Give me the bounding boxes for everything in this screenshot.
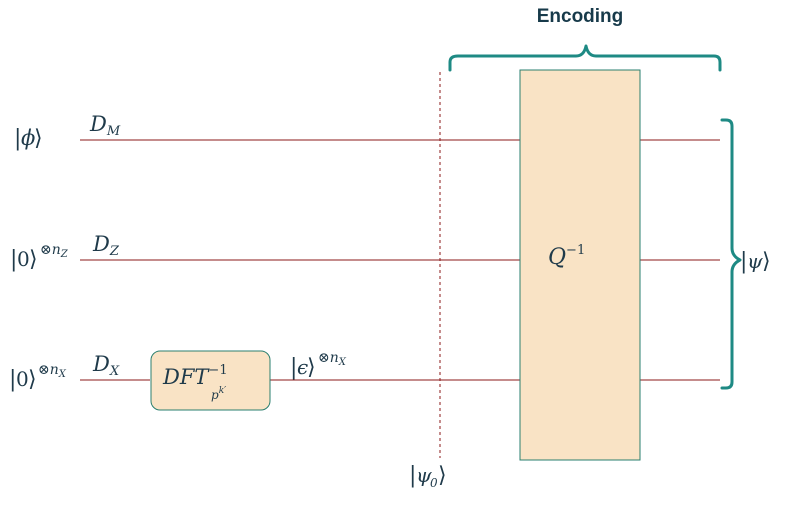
svg-text:ψ: ψ bbox=[416, 463, 432, 487]
svg-text:⊗nX: ⊗nX bbox=[318, 350, 347, 368]
input-bottom: | 0 ⟩ ⊗nX bbox=[9, 362, 67, 392]
svg-text:|: | bbox=[10, 247, 17, 272]
dft-gate-subscript: pk′ bbox=[211, 386, 226, 402]
dft-gate bbox=[150, 350, 271, 411]
epsilon-state: | ϵ ⟩ ⊗nX bbox=[290, 350, 347, 380]
output-brace bbox=[720, 118, 742, 390]
svg-text:⟩: ⟩ bbox=[307, 355, 316, 380]
wire-label-dx: DX bbox=[92, 352, 120, 379]
svg-text:⊗nX: ⊗nX bbox=[38, 362, 67, 380]
svg-text:|: | bbox=[740, 249, 747, 274]
svg-text:ψ: ψ bbox=[747, 249, 763, 273]
svg-text:|: | bbox=[9, 367, 16, 392]
wires bbox=[80, 139, 720, 381]
encoding-brace bbox=[448, 44, 722, 72]
svg-text:ϵ: ϵ bbox=[297, 355, 308, 379]
svg-text:ϕ: ϕ bbox=[21, 126, 35, 150]
svg-text:|: | bbox=[409, 463, 416, 488]
svg-text:0: 0 bbox=[17, 247, 30, 271]
svg-text:⟩: ⟩ bbox=[762, 249, 771, 274]
svg-text:0: 0 bbox=[16, 367, 29, 391]
svg-text:⟩: ⟩ bbox=[29, 247, 38, 272]
dft-gate-label: DFT−1 bbox=[162, 363, 228, 389]
svg-text:|: | bbox=[290, 355, 297, 380]
svg-text:⟩: ⟩ bbox=[438, 463, 447, 488]
wire-label-dm: DM bbox=[89, 112, 121, 139]
svg-text:⟩: ⟩ bbox=[28, 367, 37, 392]
input-top: | ϕ ⟩ bbox=[14, 126, 43, 151]
svg-text:0: 0 bbox=[430, 476, 438, 490]
encoding-title: Encoding bbox=[537, 6, 624, 27]
input-middle: | 0 ⟩ ⊗nZ bbox=[10, 242, 69, 272]
q-gate-label: Q−1 bbox=[548, 243, 585, 270]
q-inverse-gate bbox=[519, 69, 641, 461]
output-psi: | ψ ⟩ bbox=[740, 249, 771, 274]
svg-text:⊗nZ: ⊗nZ bbox=[40, 242, 69, 260]
psi0-label: | ψ 0 ⟩ bbox=[409, 463, 447, 490]
svg-text:⟩: ⟩ bbox=[34, 126, 43, 151]
wire-label-dz: DZ bbox=[92, 232, 120, 259]
svg-text:|: | bbox=[14, 126, 21, 151]
